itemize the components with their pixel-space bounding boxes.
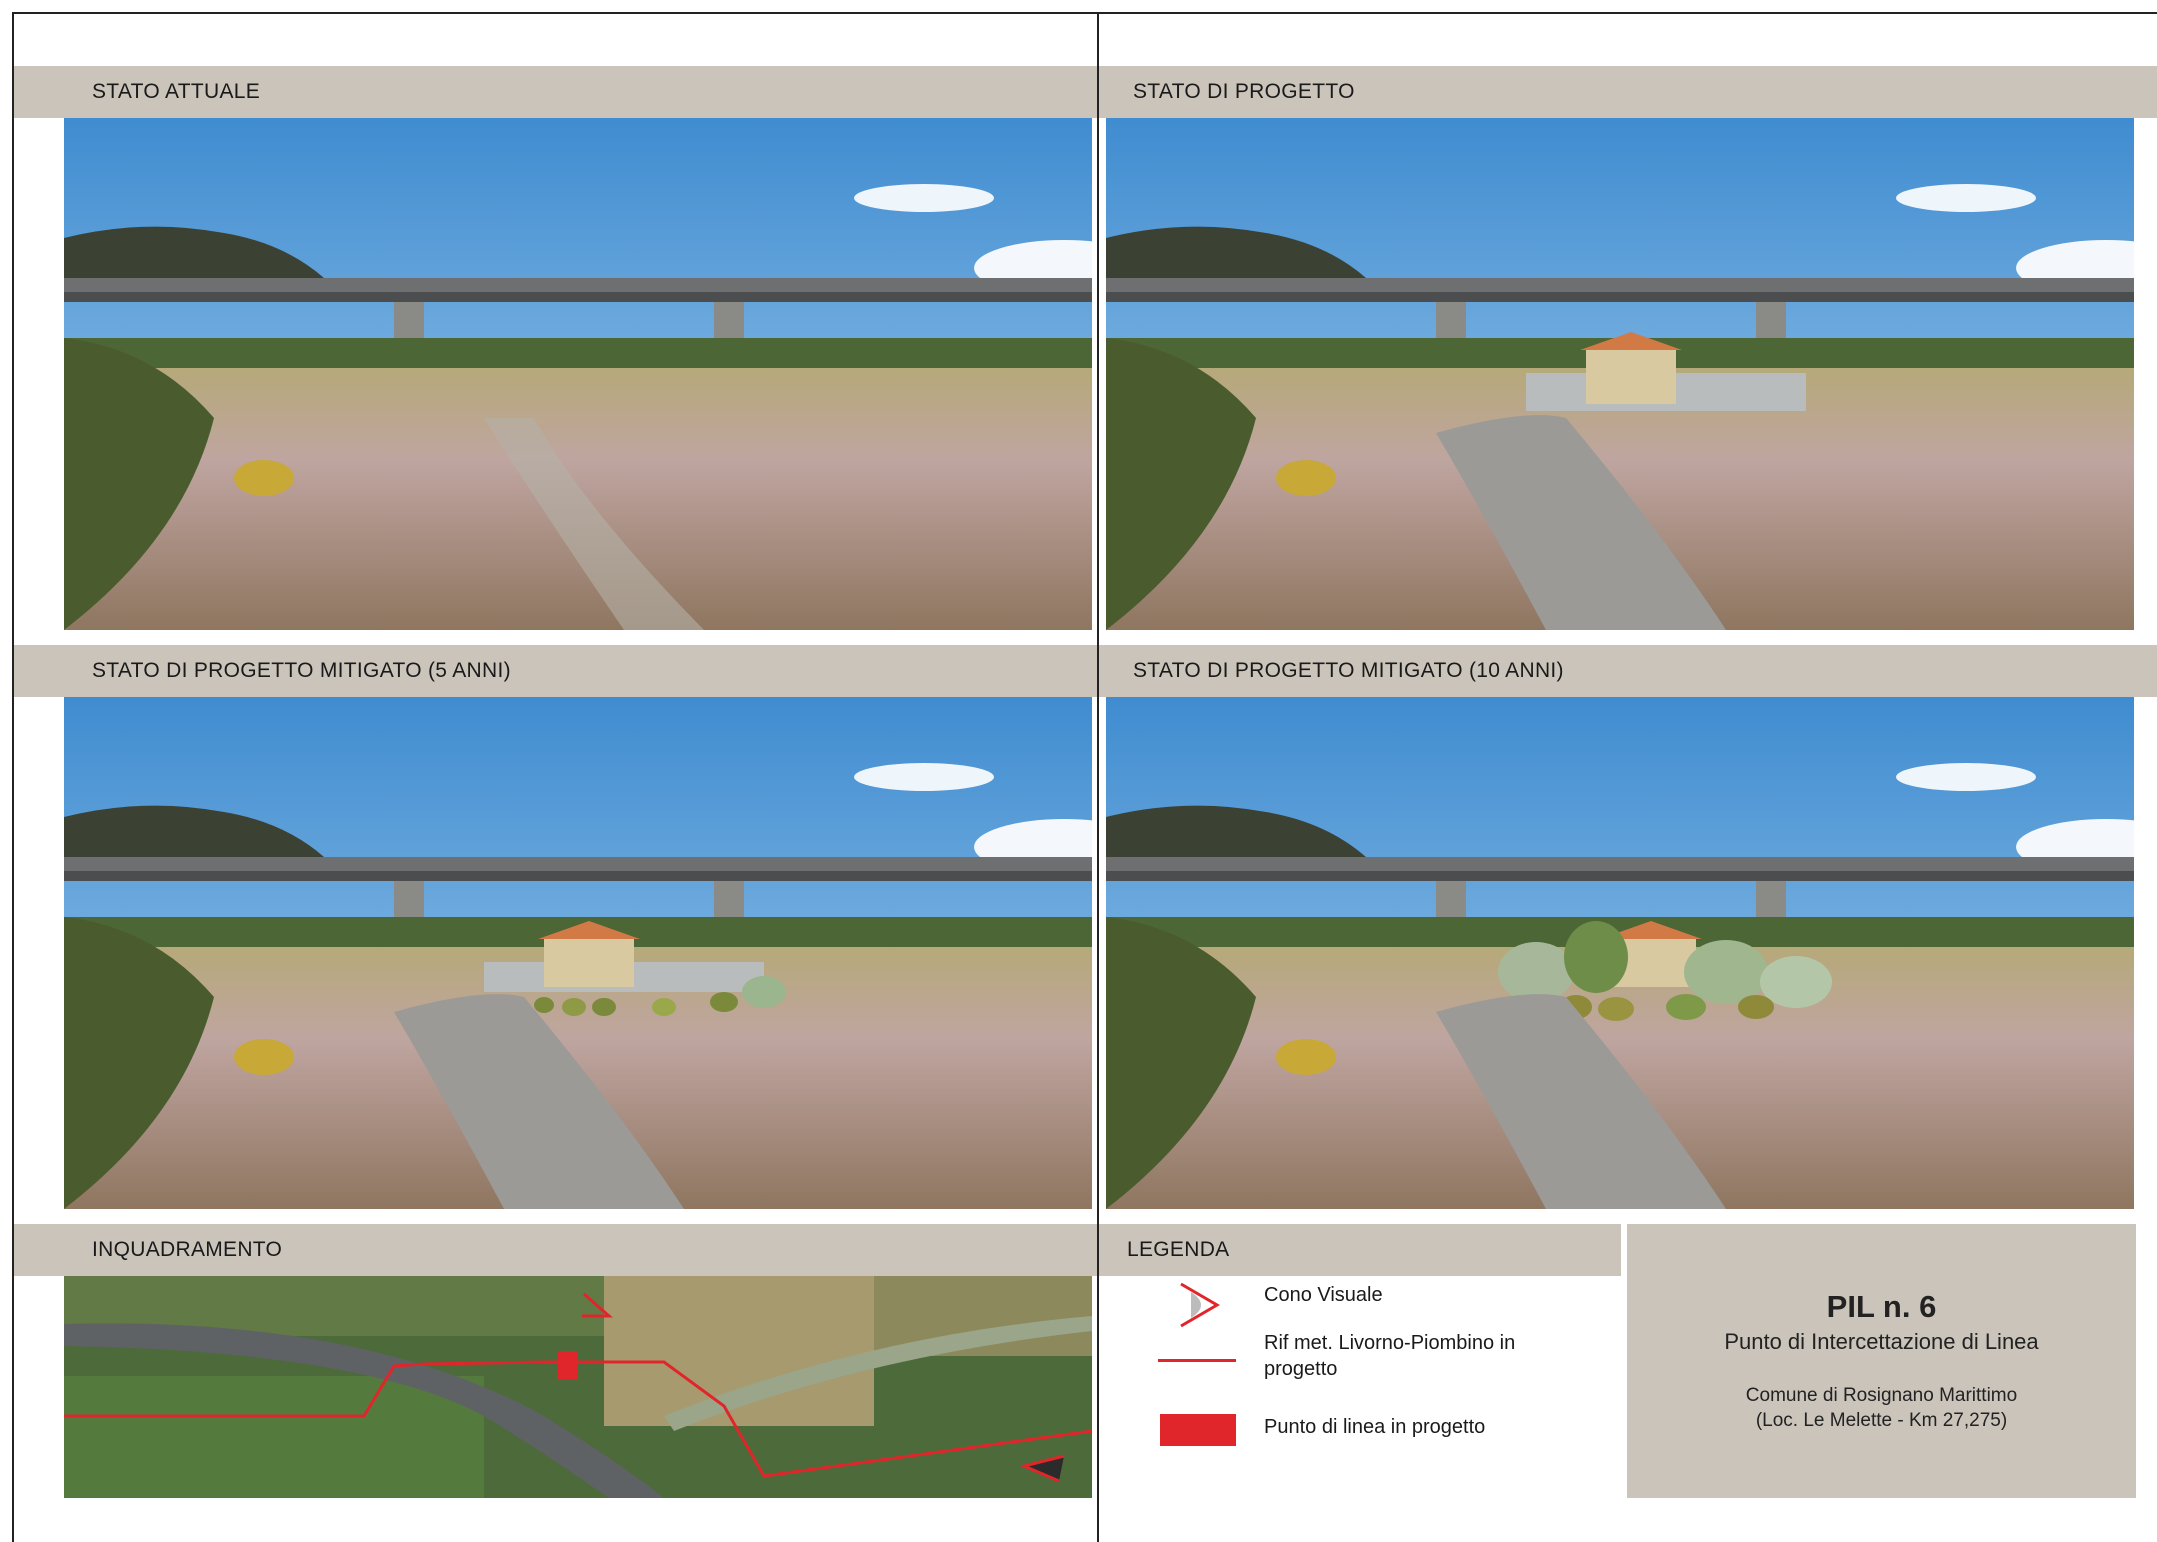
- info-location-line-1: Comune di Rosignano Marittimo: [1745, 1385, 2018, 1406]
- panel-header-legenda: LEGENDA: [1099, 1224, 1621, 1276]
- panel-title: STATO DI PROGETTO MITIGATO (10 ANNI): [1133, 659, 1564, 682]
- panel-title: STATO DI PROGETTO: [1133, 80, 1355, 103]
- legend-label: Rif met. Livorno-Piombino in progetto: [1264, 1332, 1516, 1380]
- photo-stato-attuale: [64, 118, 1092, 630]
- legend-label: Cono Visuale: [1264, 1284, 1383, 1306]
- frame-center-divider: [1097, 12, 1099, 1542]
- red-rectangle-icon: [1160, 1414, 1236, 1446]
- photo-stato-di-progetto: [1106, 118, 2134, 630]
- photo-mitigato-10-anni: [1106, 697, 2134, 1209]
- view-cone-icon: [1180, 1282, 1220, 1328]
- photo-mitigato-5-anni: [64, 697, 1092, 1209]
- legend-label: Punto di linea in progetto: [1264, 1416, 1486, 1438]
- info-title: PIL n. 6: [1826, 1289, 1937, 1324]
- info-subtitle: Punto di Intercettazione di Linea: [1724, 1329, 2039, 1354]
- panel-title: STATO ATTUALE: [92, 80, 261, 103]
- panel-title: LEGENDA: [1127, 1238, 1230, 1261]
- panel-title: STATO DI PROGETTO MITIGATO (5 ANNI): [92, 659, 511, 682]
- info-box: PIL n. 6 Punto di Intercettazione di Lin…: [1627, 1224, 2136, 1498]
- map-inquadramento: [64, 1276, 1092, 1498]
- panel-header-mitigato-5-anni: STATO DI PROGETTO MITIGATO (5 ANNI): [14, 645, 1097, 697]
- frame-top-border: [12, 12, 2157, 14]
- red-line-icon: [1158, 1359, 1236, 1362]
- panel-header-stato-attuale: STATO ATTUALE: [14, 66, 1097, 118]
- panel-title: INQUADRAMENTO: [92, 1238, 283, 1261]
- info-location-line-2: (Loc. Le Melette - Km 27,275): [1755, 1410, 2008, 1431]
- panel-header-stato-di-progetto: STATO DI PROGETTO: [1099, 66, 2157, 118]
- panel-header-mitigato-10-anni: STATO DI PROGETTO MITIGATO (10 ANNI): [1099, 645, 2157, 697]
- frame-left-border: [12, 12, 14, 1542]
- panel-header-inquadramento: INQUADRAMENTO: [14, 1224, 1097, 1276]
